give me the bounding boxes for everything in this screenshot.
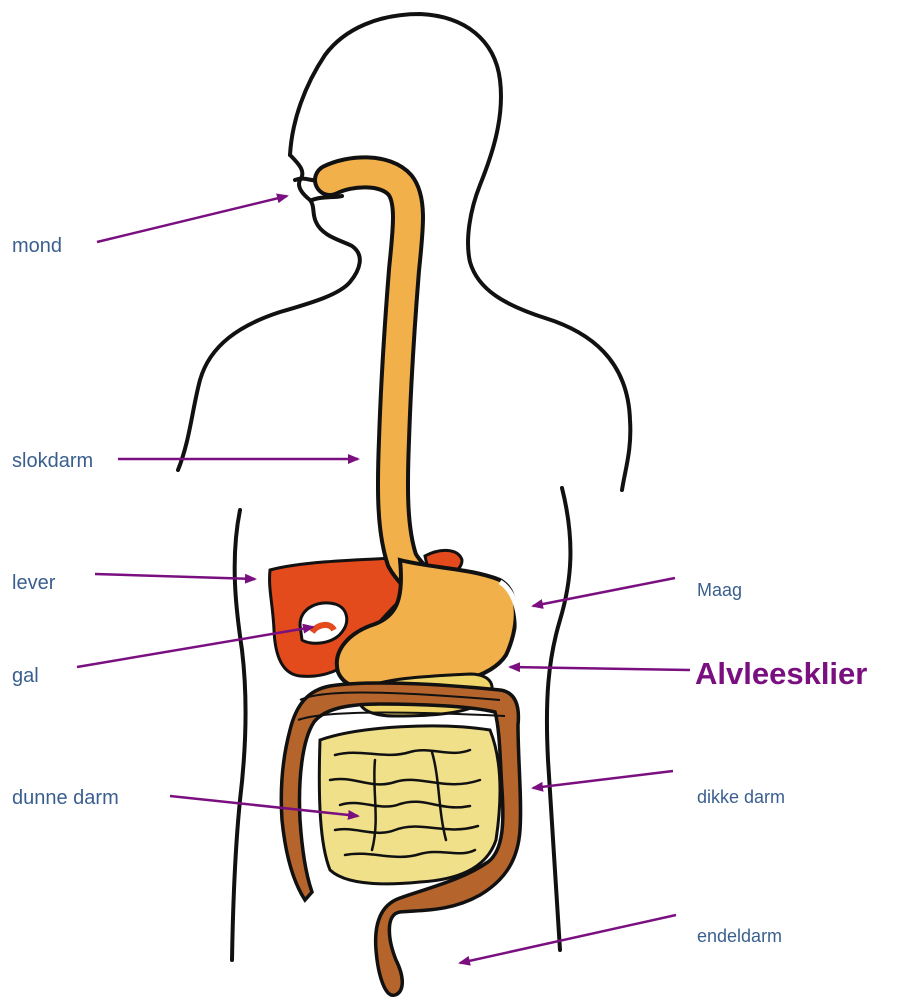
arrow-alvleesklier	[510, 667, 690, 670]
arrow-lever	[95, 574, 255, 579]
label-mond: mond	[12, 236, 62, 256]
arrow-maag	[533, 578, 675, 606]
face-outline	[178, 155, 360, 470]
head-outline	[290, 14, 630, 490]
label-gal: gal	[12, 666, 39, 686]
label-slokdarm: slokdarm	[12, 451, 93, 471]
label-dikke-darm: dikke darm	[697, 788, 785, 806]
arrow-endeldarm	[460, 915, 676, 963]
label-lever: lever	[12, 573, 55, 593]
arrow-mond	[97, 196, 287, 242]
torso-right	[547, 488, 571, 950]
esophagus	[330, 172, 440, 600]
small-intestine	[319, 726, 500, 884]
label-maag: Maag	[697, 581, 742, 599]
label-dunne-darm: dunne darm	[12, 788, 119, 808]
arrow-dikke-darm	[533, 771, 673, 788]
label-endeldarm: endeldarm	[697, 927, 782, 945]
label-alvleesklier: Alvleesklier	[695, 658, 867, 689]
